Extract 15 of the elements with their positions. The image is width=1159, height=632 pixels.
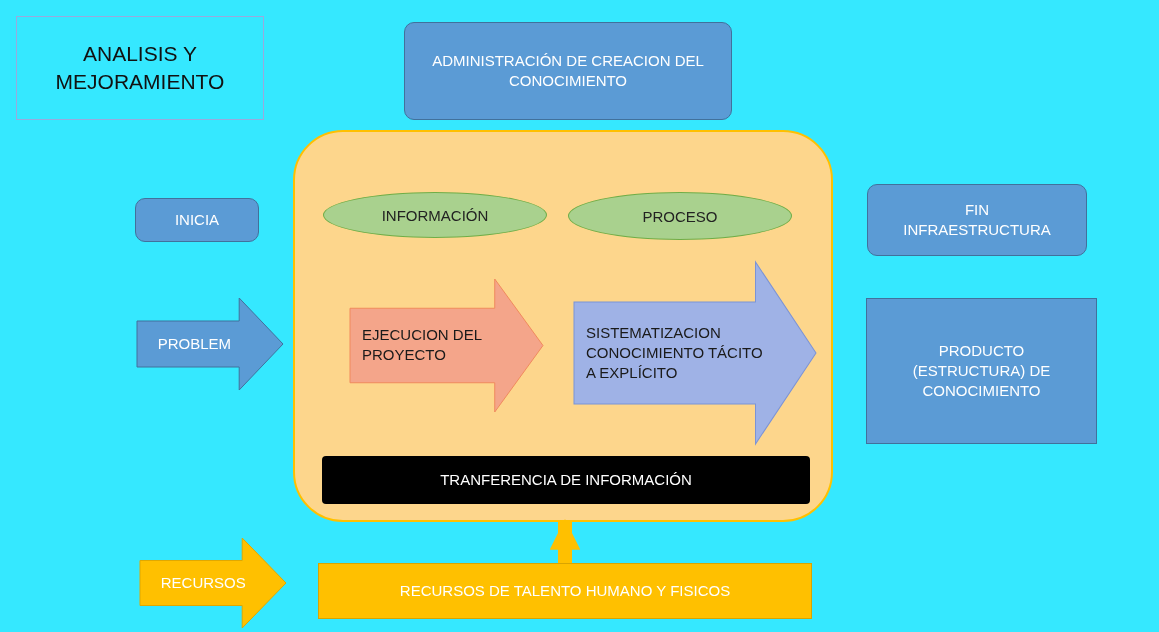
arrow bbox=[549, 518, 581, 563]
rounded-panel bbox=[293, 130, 833, 522]
process-box: ADMINISTRACIÓN DE CREACION DEL CONOCIMIENTO bbox=[404, 22, 732, 120]
banner-bar: TRANFERENCIA DE INFORMACIÓN bbox=[322, 456, 810, 504]
ellipse-node: INFORMACIÓN bbox=[323, 192, 547, 238]
process-box: FIN INFRAESTRUCTURA bbox=[867, 184, 1087, 256]
node-label: PROBLEM bbox=[156, 333, 233, 354]
resource-bar: RECURSOS DE TALENTO HUMANO Y FISICOS bbox=[318, 563, 812, 619]
node-label: RECURSOS bbox=[159, 572, 247, 593]
ellipse-node: PROCESO bbox=[568, 192, 792, 240]
node-label: SISTEMATIZACION CONOCIMIENTO TÁCITO A EXPLÍCITO bbox=[585, 322, 764, 384]
process-box: PRODUCTO (ESTRUCTURA) DE CONOCIMIENTO bbox=[866, 298, 1097, 444]
node-label: EJECUCION DEL PROYECTO bbox=[361, 325, 483, 366]
title-box: ANALISIS Y MEJORAMIENTO bbox=[16, 16, 264, 120]
process-box: INICIA bbox=[135, 198, 259, 242]
